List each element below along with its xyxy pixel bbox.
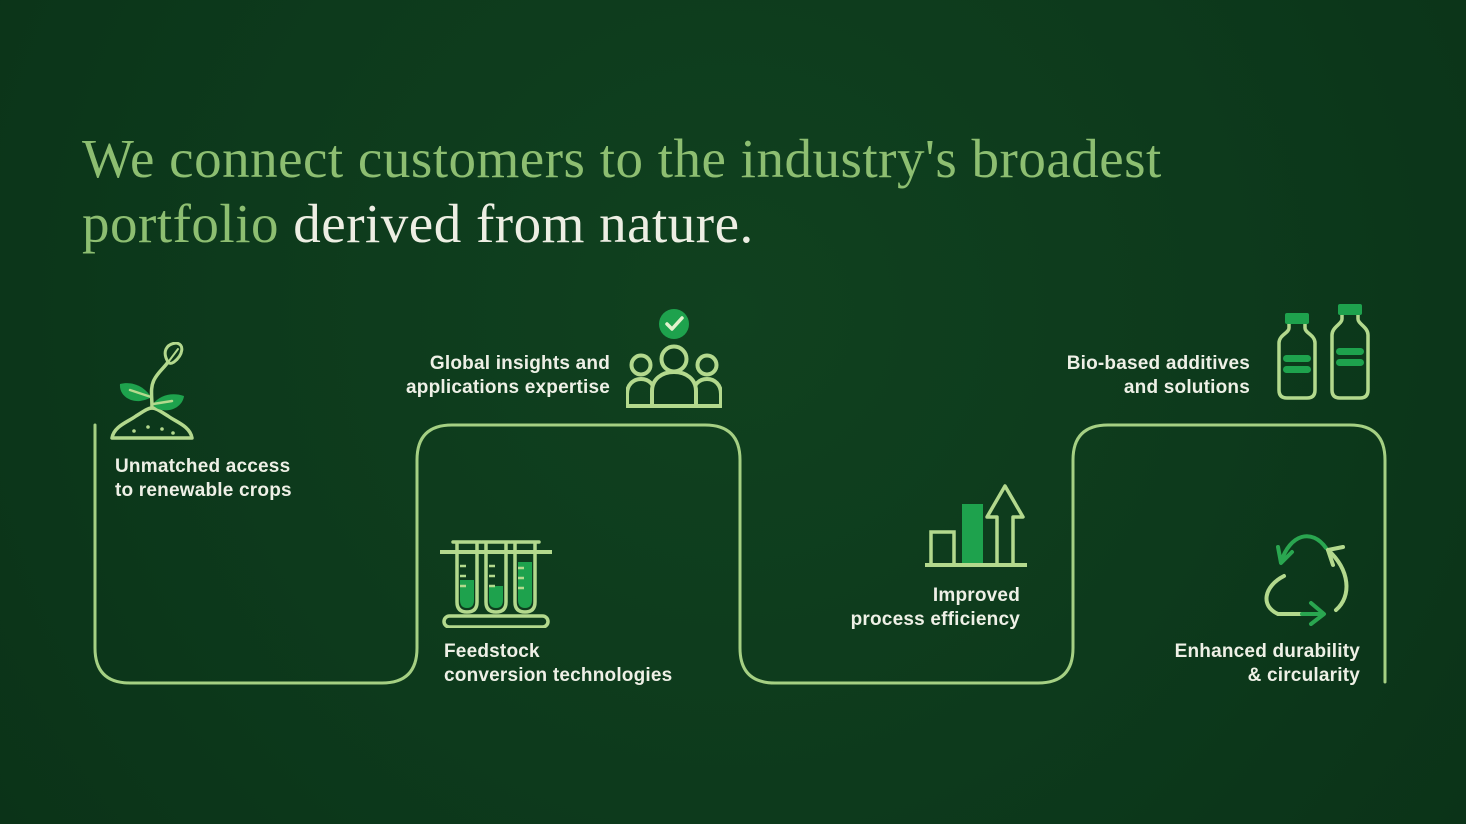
page-title: We connect customers to the industry's b… xyxy=(82,126,1312,257)
seedling-icon xyxy=(110,342,194,440)
step-label-global-insights: Global insights and applications experti… xyxy=(406,353,610,398)
bar-chart-arrow-icon xyxy=(925,484,1027,567)
step-label-feedstock: Feedstock conversion technologies xyxy=(444,641,673,686)
headline-green-line2: portfolio xyxy=(82,193,279,255)
bottles-icon xyxy=(1277,304,1370,400)
step-label-renewable-crops: Unmatched access to renewable crops xyxy=(115,456,292,501)
headline-green-line1: We connect customers to the industry's b… xyxy=(82,128,1162,189)
step-label-process-efficiency: Improved process efficiency xyxy=(850,585,1020,630)
step-label-bio-based: Bio-based additives and solutions xyxy=(1066,353,1250,398)
step-label-durability: Enhanced durability & circularity xyxy=(1174,641,1360,686)
test-tubes-icon xyxy=(440,540,552,628)
recycle-icon xyxy=(1264,534,1349,626)
people-check-icon xyxy=(626,309,722,408)
check-icon xyxy=(659,309,689,339)
headline-white: derived from nature. xyxy=(293,193,754,255)
